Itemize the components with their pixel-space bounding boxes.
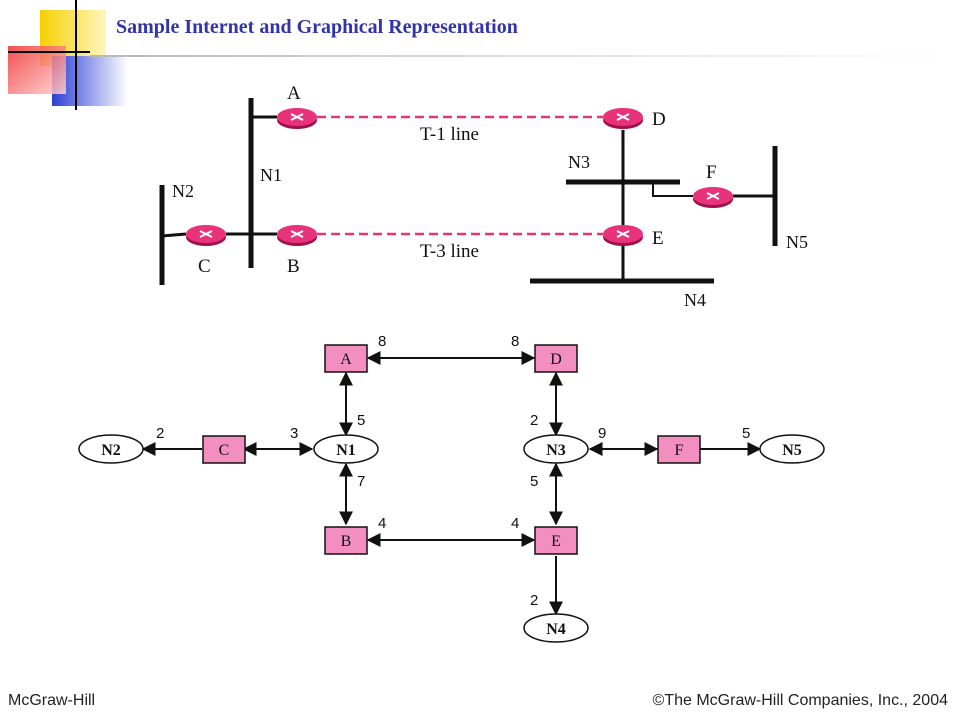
graph-node-n3: N3 [523,434,589,464]
graph-node-f: F [657,435,701,464]
cost-n3-to-e: 5 [530,473,538,490]
router-icon-c [186,225,226,246]
graph-node-n4-label: N4 [546,621,566,638]
cost-a-to-d: 8 [378,333,386,350]
physical-network: A B C D E F N1 N2 N3 N4 N5 T-1 line T-3 … [159,83,808,310]
cost-n1-to-c: 3 [290,425,298,442]
cost-e-to-n4: 2 [530,592,538,609]
router-label-a: A [287,83,301,104]
network-label-n5: N5 [786,232,808,252]
graph-node-b-label: B [341,533,352,550]
graph-node-d-label: D [550,351,562,368]
link-n3-f [652,182,693,197]
router-icon-e [603,225,643,246]
router-icon-f [693,187,733,208]
network-label-n3: N3 [568,152,590,172]
router-icon-a [277,108,317,129]
network-label-n4: N4 [684,290,706,310]
graph-node-n1: N1 [313,434,379,464]
link-n2-c [161,232,187,238]
graph-node-n5-label: N5 [782,442,802,459]
router-label-f: F [706,162,717,183]
graph-node-n2-label: N2 [101,442,121,459]
decorative-corner-graphic [8,0,128,110]
t3-line-label: T-3 line [420,241,479,262]
router-label-c: C [198,256,211,277]
graph-representation: A D C F B E N1 N2 [78,333,825,643]
cost-a-to-n1: 5 [357,412,365,429]
graph-node-a: A [324,344,368,373]
cost-c-to-n2: 2 [156,425,164,442]
t1-line-label: T-1 line [420,124,479,145]
graph-node-n5: N5 [759,434,825,464]
router-icon-d [603,108,643,129]
cost-n3-to-f: 9 [598,425,606,442]
graph-node-n1-label: N1 [336,442,356,459]
router-label-b: B [287,256,300,277]
title-divider [90,55,960,57]
graph-node-a-label: A [340,351,352,368]
deco-red-square [8,46,66,94]
cost-d-to-n3: 2 [530,412,538,429]
footer-publisher: McGraw-Hill [8,692,96,709]
graph-node-f-label: F [675,442,684,459]
graph-node-n4: N4 [523,613,589,643]
cost-f-to-n5: 5 [742,425,750,442]
cost-d-to-a: 8 [511,333,519,350]
graph-node-e-label: E [551,533,561,550]
cost-b-to-e: 4 [378,515,386,532]
router-icon-b [277,225,317,246]
router-label-d: D [652,109,666,130]
graph-node-n2: N2 [78,434,144,464]
graph-node-c-label: C [219,442,230,459]
cost-e-to-b: 4 [511,515,519,532]
graph-node-b: B [324,526,368,555]
graph-node-c: C [202,435,246,464]
footer-copyright: ©The McGraw-Hill Companies, Inc., 2004 [652,692,948,709]
slide-title: Sample Internet and Graphical Representa… [116,16,518,38]
internet-diagram: A B C D E F N1 N2 N3 N4 N5 T-1 line T-3 … [78,83,825,643]
network-label-n1: N1 [260,165,282,185]
cost-n1-to-b: 7 [357,473,365,490]
graph-node-d: D [534,344,578,373]
router-label-e: E [652,228,664,249]
graph-node-e: E [534,526,578,555]
graph-node-n3-label: N3 [546,442,566,459]
network-label-n2: N2 [172,181,194,201]
